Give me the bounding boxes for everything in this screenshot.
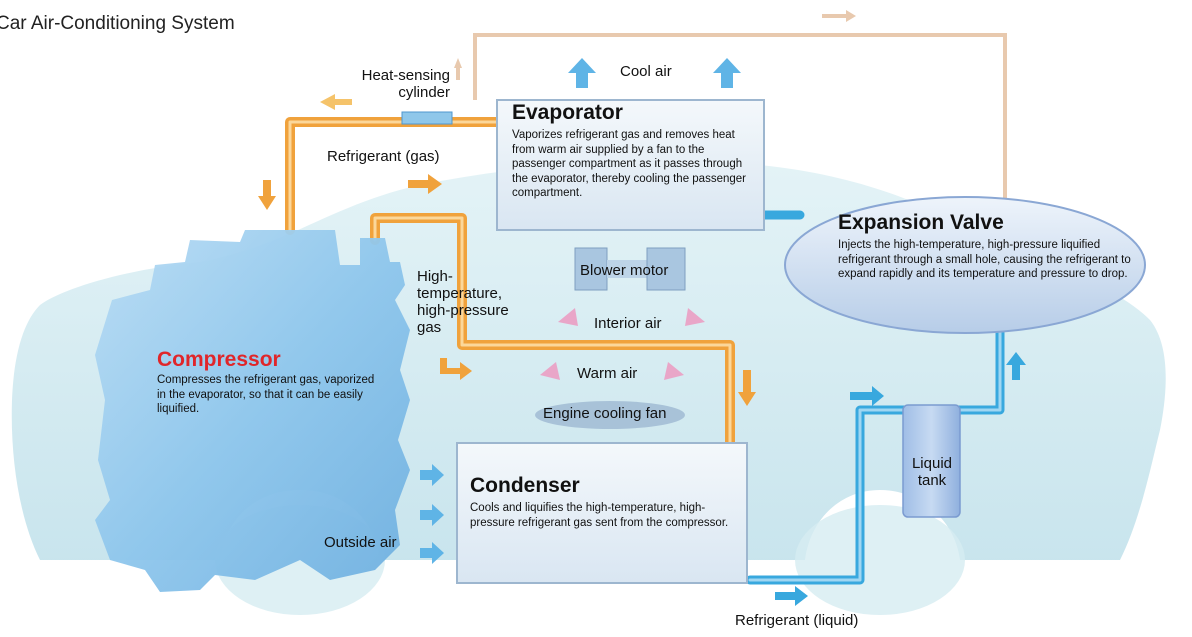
condenser-title: Condenser (470, 474, 580, 497)
compressor-body (95, 230, 410, 592)
evaporator-box (496, 99, 765, 231)
evaporator-title: Evaporator (512, 101, 623, 124)
cool-air-arrows (568, 58, 741, 88)
warm-air-label: Warm air (577, 365, 638, 382)
outside-air-label: Outside air (324, 534, 397, 551)
outside-air-arrows (420, 464, 444, 564)
high-temp-gas-label: High-temperature, high-pressure gas (417, 268, 509, 336)
blower-motor-unit (574, 247, 686, 291)
diagram-title: Car Air-Conditioning System (0, 13, 235, 34)
liquid-tank-body (902, 404, 961, 518)
engine-cooling-fan-unit (535, 401, 685, 429)
compressor-title: Compressor (157, 348, 281, 371)
refrigerant-gas-label: Refrigerant (gas) (327, 148, 440, 165)
condenser-box (456, 442, 748, 584)
liquid-refrigerant-pipe (735, 210, 1005, 585)
blower-motor-label: Blower motor (580, 262, 669, 279)
heat-sensing-cylinder-label: Heat-sensing cylinder (361, 67, 450, 101)
refrigerant-liquid-label: Refrigerant (liquid) (735, 612, 859, 629)
sensing-line (473, 33, 1007, 245)
condenser-description: Cools and liquifies the high-temperature… (470, 502, 729, 529)
compressor-description: Compresses the refrigerant gas, vaporize… (157, 374, 375, 415)
cool-air-label: Cool air (620, 63, 672, 80)
liquid-tank-label: Liquid tank (911, 455, 953, 489)
flow-arrows (258, 10, 1026, 606)
expansion-valve-title: Expansion Valve (838, 211, 1004, 234)
expansion-valve-ellipse (784, 196, 1146, 334)
evaporator-description: Vaporizes refrigerant gas and removes he… (512, 129, 746, 199)
warm-air-arrows (540, 308, 705, 380)
heat-sensing-cylinder-body (401, 111, 453, 125)
expansion-valve-description: Injects the high-temperature, high-press… (838, 239, 1131, 280)
engine-cooling-fan-label: Engine cooling fan (543, 405, 667, 422)
interior-air-label: Interior air (594, 315, 662, 332)
